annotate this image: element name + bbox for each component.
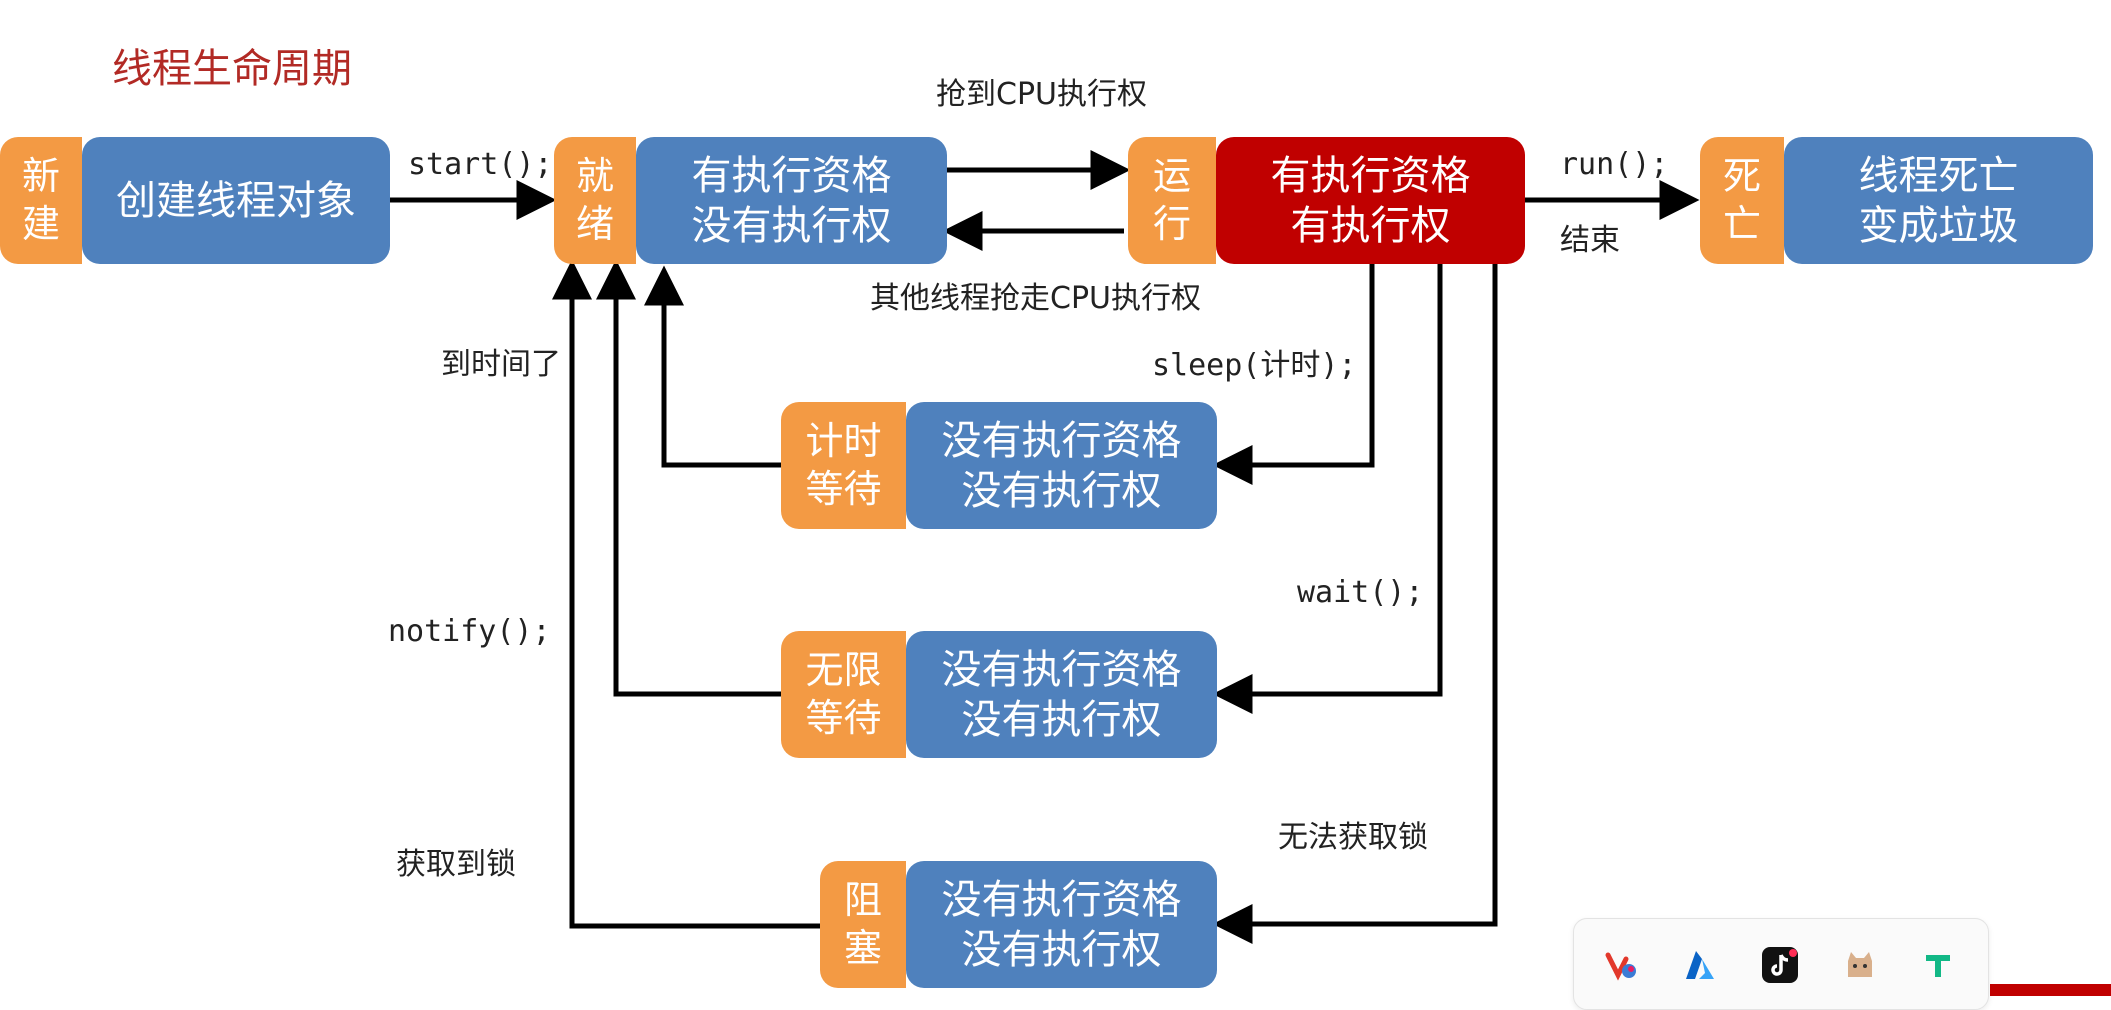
- state-running-body: 有执行资格 有执行权: [1216, 137, 1525, 264]
- state-ready-tag: 就 绪: [554, 137, 636, 264]
- state-waiting: 无限 等待 没有执行资格 没有执行权: [781, 631, 1217, 758]
- label-time-up: 到时间了: [441, 347, 561, 382]
- arrow-no-lock: [1212, 263, 1498, 944]
- state-waiting-tag: 无限 等待: [781, 631, 906, 758]
- state-dead-tag: 死 亡: [1700, 137, 1784, 264]
- arrow-wait: [1212, 263, 1443, 714]
- arrow-got-lock: [552, 259, 823, 929]
- state-new-body: 创建线程对象: [82, 137, 390, 264]
- label-end: 结束: [1560, 223, 1620, 258]
- label-no-lock: 无法获取锁: [1278, 820, 1428, 855]
- state-new-tag: 新 建: [0, 137, 82, 264]
- arrow-time-up: [644, 265, 781, 468]
- state-running-tag: 运 行: [1128, 137, 1216, 264]
- state-timed-waiting: 计时 等待 没有执行资格 没有执行权: [781, 402, 1217, 529]
- tencent-icon[interactable]: [1920, 947, 1956, 983]
- label-got-lock: 获取到锁: [396, 847, 516, 882]
- state-timed-waiting-tag: 计时 等待: [781, 402, 906, 529]
- label-notify: notify();: [388, 614, 551, 649]
- app-dock: [1573, 918, 1989, 1010]
- state-ready: 就 绪 有执行资格 没有执行权: [554, 137, 947, 264]
- edge-red-strip: [1990, 984, 2111, 996]
- state-dead: 死 亡 线程死亡 变成垃圾: [1700, 137, 2093, 264]
- tiktok-icon[interactable]: [1762, 947, 1798, 983]
- state-ready-body: 有执行资格 没有执行权: [636, 137, 947, 264]
- label-run: run();: [1560, 147, 1669, 182]
- label-lose-cpu: 其他线程抢走CPU执行权: [870, 281, 1201, 316]
- vivaldi-icon[interactable]: [1604, 947, 1640, 983]
- state-blocked: 阻 塞 没有执行资格 没有执行权: [820, 861, 1217, 988]
- diagram-title: 线程生命周期: [112, 46, 352, 92]
- label-grab-cpu: 抢到CPU执行权: [936, 77, 1147, 112]
- state-blocked-body: 没有执行资格 没有执行权: [906, 861, 1217, 988]
- arrow-sleep: [1212, 263, 1375, 485]
- state-timed-waiting-body: 没有执行资格 没有执行权: [906, 402, 1217, 529]
- state-blocked-tag: 阻 塞: [820, 861, 906, 988]
- state-dead-body: 线程死亡 变成垃圾: [1784, 137, 2093, 264]
- state-new: 新 建 创建线程对象: [0, 137, 390, 264]
- label-wait: wait();: [1297, 575, 1424, 610]
- cat-app-icon[interactable]: [1842, 947, 1878, 983]
- state-running: 运 行 有执行资格 有执行权: [1128, 137, 1525, 264]
- label-sleep: sleep(计时);: [1152, 348, 1357, 383]
- arrow-notify: [596, 259, 781, 697]
- azure-icon[interactable]: [1682, 947, 1718, 983]
- label-start: start();: [408, 147, 553, 182]
- state-waiting-body: 没有执行资格 没有执行权: [906, 631, 1217, 758]
